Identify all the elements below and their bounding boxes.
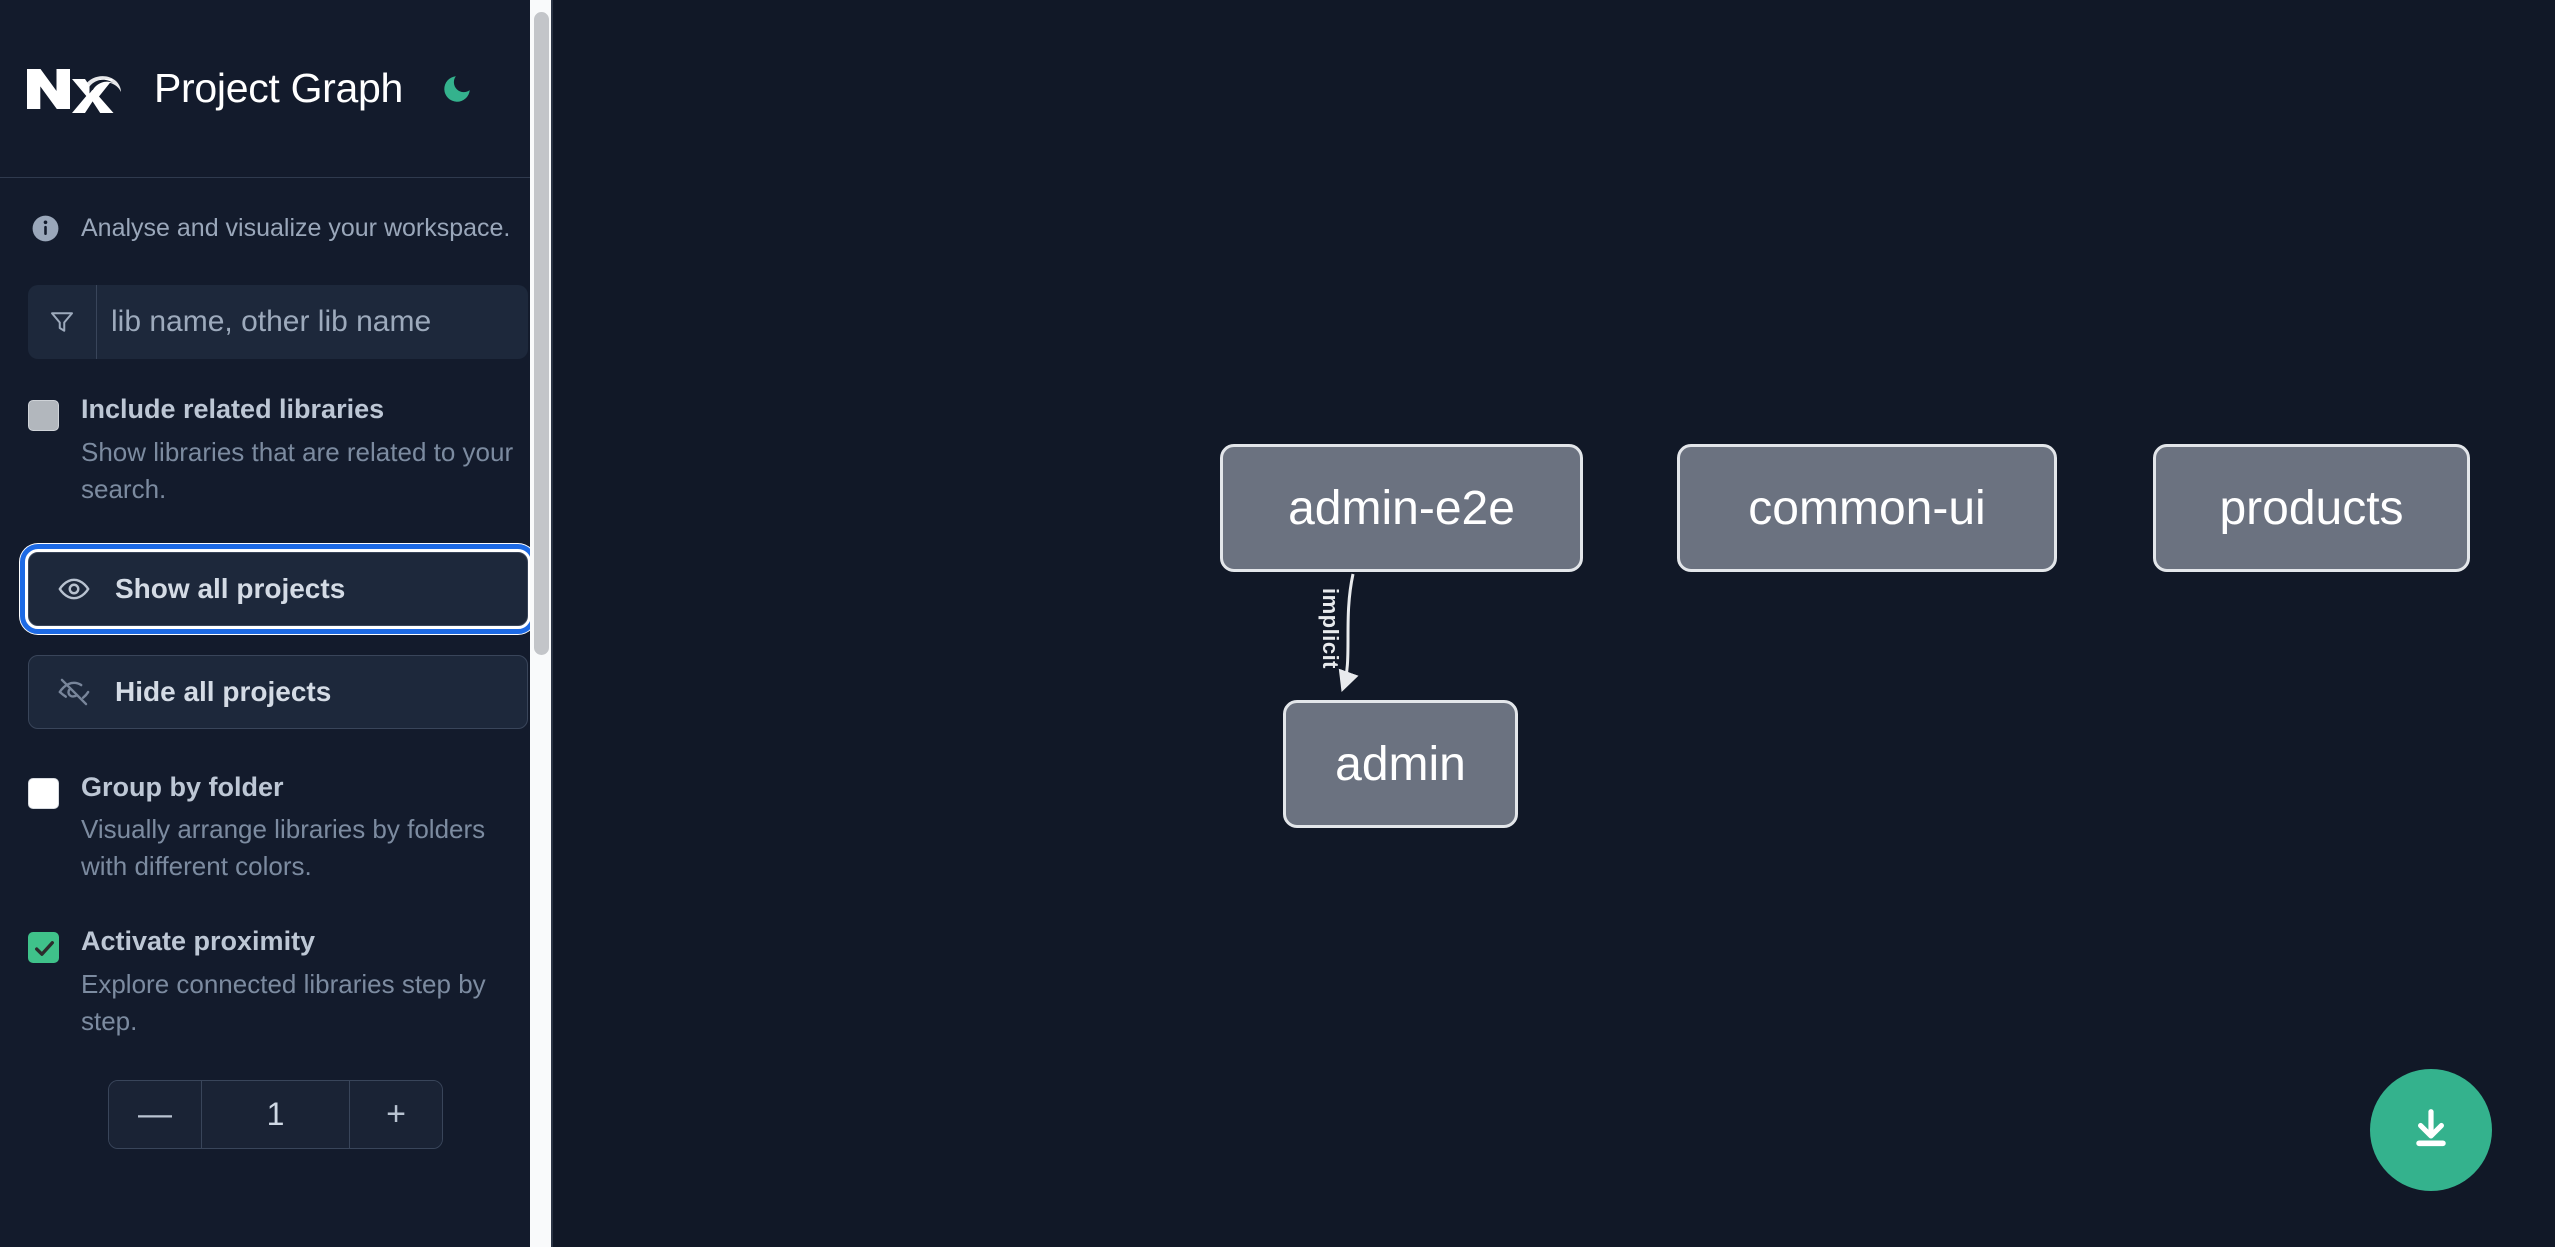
visibility-buttons: Show all projects Hide all projects xyxy=(20,543,536,729)
group-by-folder-label: Group by folder xyxy=(81,771,284,802)
graph-node-admin[interactable]: admin xyxy=(1283,700,1518,828)
proximity-increment-button[interactable]: + xyxy=(349,1080,442,1148)
option-activate-proximity[interactable]: Activate proximity Explore connected lib… xyxy=(28,926,525,1040)
graph-node-common-ui[interactable]: common-ui xyxy=(1677,444,2057,572)
graph-node-label: common-ui xyxy=(1748,481,1986,535)
activate-proximity-description: Explore connected libraries step by step… xyxy=(81,968,486,1036)
activate-proximity-label: Activate proximity xyxy=(81,926,316,956)
search-input-group[interactable] xyxy=(28,285,528,359)
proximity-stepper: — 1 + xyxy=(108,1079,443,1149)
filter-funnel-icon xyxy=(28,285,97,359)
sidebar-scrollbar[interactable] xyxy=(530,0,553,1247)
option-include-related-libraries[interactable]: Include related libraries Show libraries… xyxy=(28,394,525,508)
info-icon xyxy=(30,213,61,244)
eye-off-icon xyxy=(55,673,93,711)
include-related-libraries-label: Include related libraries xyxy=(81,394,385,424)
search-input[interactable] xyxy=(97,285,528,359)
sidebar-header: Project Graph xyxy=(0,0,553,177)
download-graph-button[interactable] xyxy=(2370,1069,2492,1191)
workspace-hint-text: Analyse and visualize your workspace. xyxy=(81,214,511,242)
hide-all-projects-label: Hide all projects xyxy=(115,675,332,707)
graph-node-label: admin xyxy=(1335,737,1466,791)
graph-node-products[interactable]: products xyxy=(2153,444,2470,572)
eye-icon xyxy=(55,570,93,608)
proximity-decrement-button[interactable]: — xyxy=(109,1080,202,1148)
include-related-libraries-description: Show libraries that are related to your … xyxy=(81,436,514,504)
hide-all-projects-button[interactable]: Hide all projects xyxy=(28,654,528,729)
nx-logo-icon xyxy=(27,65,121,113)
sidebar-controls: Include related libraries Show libraries… xyxy=(0,285,553,1149)
sidebar-scrollbar-thumb[interactable] xyxy=(534,12,549,655)
sidebar-divider xyxy=(551,0,553,1247)
page-title: Project Graph xyxy=(154,65,404,111)
include-related-libraries-checkbox[interactable] xyxy=(28,400,59,431)
header-divider xyxy=(0,177,553,178)
graph-node-admin-e2e[interactable]: admin-e2e xyxy=(1220,444,1583,572)
edge-label-admin-implicit: implicit xyxy=(1318,588,1343,670)
moon-icon[interactable] xyxy=(435,67,479,111)
graph-node-label: admin-e2e xyxy=(1288,481,1515,535)
graph-canvas[interactable]: admin-e2e common-ui products store-e2e a… xyxy=(553,0,2555,1247)
group-by-folder-checkbox[interactable] xyxy=(28,777,59,809)
check-icon xyxy=(35,941,54,956)
show-all-projects-label: Show all projects xyxy=(115,572,346,604)
proximity-value: 1 xyxy=(202,1080,349,1148)
group-by-folder-description: Visually arrange libraries by folders wi… xyxy=(81,814,486,882)
graph-node-label: products xyxy=(2219,481,2404,535)
activate-proximity-checkbox[interactable] xyxy=(28,932,59,963)
sidebar: Project Graph Analyse and visualize your… xyxy=(0,0,553,1247)
download-icon xyxy=(2405,1103,2457,1158)
graph-edges xyxy=(1338,573,1359,692)
edge-admin-e2e-admin xyxy=(1338,573,1359,692)
option-group-by-folder[interactable]: Group by folder Visually arrange librari… xyxy=(28,771,525,886)
show-all-projects-button[interactable]: Show all projects xyxy=(20,543,536,634)
workspace-hint: Analyse and visualize your workspace. xyxy=(0,178,553,279)
